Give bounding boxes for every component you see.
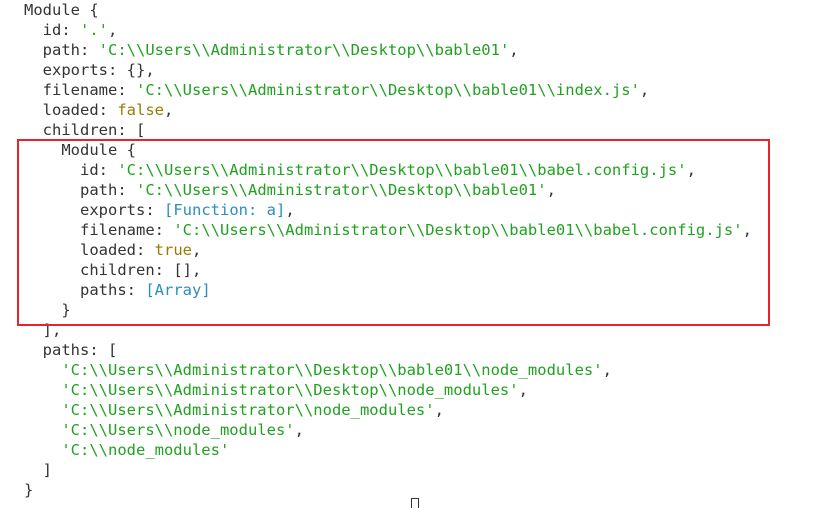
- code-text: ,: [434, 401, 444, 419]
- string-literal: 'C:\\Users\\Administrator\\Desktop\\node…: [61, 381, 519, 399]
- code-text: ,: [686, 161, 696, 179]
- indent: [24, 201, 80, 219]
- indent: [24, 21, 43, 39]
- string-literal: 'C:\\Users\\Administrator\\Desktop\\babl…: [117, 161, 687, 179]
- text-cursor: [411, 498, 419, 508]
- console-line: 'C:\\Users\\Administrator\\Desktop\\babl…: [24, 360, 752, 380]
- code-text: ]: [42, 461, 53, 479]
- code-text: paths: [: [42, 341, 118, 359]
- console-line: 'C:\\Users\\node_modules',: [24, 420, 752, 440]
- string-literal: 'C:\\node_modules': [61, 441, 230, 459]
- indent: [24, 221, 80, 239]
- console-line: Module {: [24, 0, 752, 20]
- indent: [24, 141, 61, 159]
- console-line: exports: [Function: a],: [24, 200, 752, 220]
- indent: [24, 301, 61, 319]
- string-literal: 'C:\\Users\\Administrator\\node_modules': [61, 401, 435, 419]
- console-line: children: [],: [24, 260, 752, 280]
- indent: [24, 261, 80, 279]
- code-text: filename:: [42, 81, 136, 99]
- code-text: ,: [285, 201, 295, 219]
- indent: [24, 241, 80, 259]
- indent: [24, 61, 43, 79]
- console-line: children: [: [24, 120, 752, 140]
- console-line: loaded: true,: [24, 240, 752, 260]
- code-text: exports: {},: [42, 61, 155, 79]
- indent: [24, 121, 43, 139]
- console-line: path: 'C:\\Users\\Administrator\\Desktop…: [24, 40, 752, 60]
- code-text: children: [],: [80, 261, 202, 279]
- console-line: id: '.',: [24, 20, 752, 40]
- console-line: }: [24, 300, 752, 320]
- console-line: loaded: false,: [24, 100, 752, 120]
- code-text: exports:: [80, 201, 164, 219]
- code-text: paths:: [80, 281, 146, 299]
- code-text: id:: [42, 21, 80, 39]
- indent: [24, 281, 80, 299]
- code-text: ,: [509, 41, 519, 59]
- function-ref: [Function: a]: [164, 201, 286, 219]
- keyword-literal: true: [154, 241, 192, 259]
- code-text: ,: [164, 101, 174, 119]
- indent: [24, 341, 43, 359]
- code-text: ,: [294, 421, 304, 439]
- code-text: ,: [191, 241, 202, 259]
- string-literal: 'C:\\Users\\node_modules': [61, 421, 295, 439]
- code-text: loaded:: [42, 101, 118, 119]
- indent: [24, 101, 43, 119]
- indent: [24, 41, 43, 59]
- code-text: path:: [80, 181, 136, 199]
- code-text: ,: [546, 181, 556, 199]
- console-line: 'C:\\Users\\Administrator\\Desktop\\node…: [24, 380, 752, 400]
- indent: [24, 321, 43, 339]
- console-line: id: 'C:\\Users\\Administrator\\Desktop\\…: [24, 160, 752, 180]
- keyword-literal: false: [117, 101, 164, 119]
- code-text: ,: [518, 381, 528, 399]
- string-literal: 'C:\\Users\\Administrator\\Desktop\\babl…: [98, 41, 510, 59]
- code-text: ,: [742, 221, 752, 239]
- code-text: ],: [42, 321, 62, 339]
- string-literal: 'C:\\Users\\Administrator\\Desktop\\babl…: [173, 221, 743, 239]
- console-line: paths: [: [24, 340, 752, 360]
- string-literal: 'C:\\Users\\Administrator\\Desktop\\babl…: [136, 81, 640, 99]
- console-line: paths: [Array]: [24, 280, 752, 300]
- string-literal: 'C:\\Users\\Administrator\\Desktop\\babl…: [61, 361, 603, 379]
- indent: [24, 81, 43, 99]
- code-text: }: [24, 481, 34, 499]
- code-text: id:: [80, 161, 118, 179]
- code-text: children: [: [42, 121, 146, 139]
- indent: [24, 401, 61, 419]
- indent: [24, 441, 61, 459]
- code-text: path:: [42, 41, 99, 59]
- string-literal: '.': [80, 21, 108, 39]
- console-line: ]: [24, 460, 752, 480]
- console-line: 'C:\\Users\\Administrator\\node_modules'…: [24, 400, 752, 420]
- console-line: filename: 'C:\\Users\\Administrator\\Des…: [24, 80, 752, 100]
- console-line: }: [24, 480, 752, 500]
- code-text: Module {: [61, 141, 136, 159]
- code-text: ,: [602, 361, 612, 379]
- function-ref: [Array]: [145, 281, 211, 299]
- code-text: Module {: [24, 1, 99, 19]
- indent: [24, 161, 80, 179]
- console-line: Module {: [24, 140, 752, 160]
- indent: [24, 421, 61, 439]
- code-text: ,: [639, 81, 650, 99]
- console-line: path: 'C:\\Users\\Administrator\\Desktop…: [24, 180, 752, 200]
- code-text: ,: [108, 21, 118, 39]
- indent: [24, 181, 80, 199]
- code-text: }: [61, 301, 71, 319]
- code-text: filename:: [80, 221, 174, 239]
- indent: [24, 361, 61, 379]
- code-text: loaded:: [80, 241, 155, 259]
- console-line: 'C:\\node_modules': [24, 440, 752, 460]
- console-line: ],: [24, 320, 752, 340]
- console-line: exports: {},: [24, 60, 752, 80]
- console-output: Module { id: '.', path: 'C:\\Users\\Admi…: [24, 0, 752, 500]
- indent: [24, 461, 43, 479]
- indent: [24, 381, 61, 399]
- string-literal: 'C:\\Users\\Administrator\\Desktop\\babl…: [136, 181, 547, 199]
- console-line: filename: 'C:\\Users\\Administrator\\Des…: [24, 220, 752, 240]
